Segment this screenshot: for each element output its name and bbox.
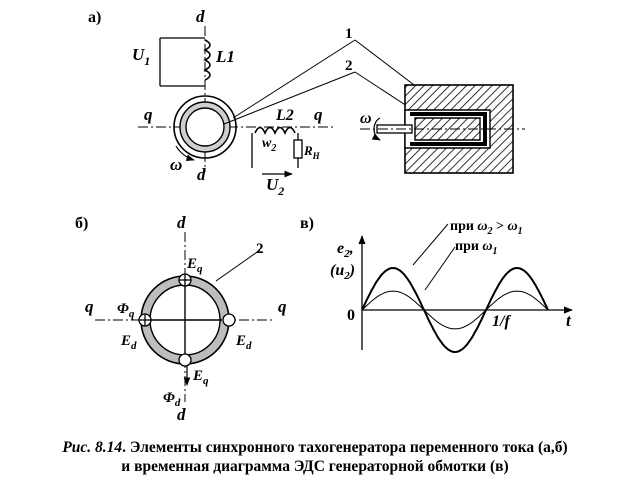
phiq-label: Φq bbox=[117, 301, 135, 320]
shaft bbox=[376, 124, 413, 134]
winding-l1 bbox=[159, 37, 211, 87]
u1-label: U1 bbox=[132, 45, 150, 68]
d-label-b-bottom: d bbox=[177, 405, 186, 424]
part-b: б) d d q q 2 Eq Φq Ed Ed Eq Φd bbox=[75, 213, 287, 424]
leader-high-speed bbox=[412, 223, 449, 266]
leader-low-speed bbox=[424, 246, 456, 291]
part-b-label: б) bbox=[75, 215, 88, 232]
omega-label-shaft: ω bbox=[360, 110, 372, 127]
t-label: t bbox=[566, 311, 572, 330]
e2-label: e2, bbox=[337, 240, 354, 260]
coil-l2-icon bbox=[254, 126, 296, 135]
leader-1-rotor bbox=[232, 39, 356, 119]
u2-label: U2 bbox=[266, 175, 284, 198]
leader-ring-2 bbox=[215, 249, 261, 282]
leader-2-rotor bbox=[223, 71, 356, 125]
rotor-cup-section bbox=[410, 112, 487, 146]
caption-line-2: и временная диаграмма ЭДС генераторной о… bbox=[121, 458, 509, 475]
callout-2: 2 bbox=[345, 58, 353, 74]
waveform-high-speed bbox=[361, 266, 549, 354]
caption-prefix: Рис. 8.14 bbox=[62, 439, 123, 456]
ring-callout-2: 2 bbox=[256, 241, 264, 257]
part-v-label: в) bbox=[300, 215, 314, 232]
phid-label: Φd bbox=[163, 390, 181, 409]
ed-label-left: Ed bbox=[120, 333, 137, 352]
machine-side-view: ω bbox=[360, 84, 525, 174]
part-a: а) d d q q U1 L1 ω L2 w2 RH bbox=[88, 7, 525, 198]
rh-label: RH bbox=[303, 143, 321, 161]
coil-l1-icon bbox=[203, 39, 211, 81]
inner-stator-core bbox=[414, 117, 481, 141]
w2-label: w2 bbox=[262, 136, 276, 154]
callout-1: 1 bbox=[345, 26, 353, 42]
ed-label-right: Ed bbox=[235, 333, 252, 352]
l1-label: L1 bbox=[215, 47, 235, 66]
marker-bottom bbox=[178, 353, 192, 367]
part-v: в) e2, (u2) 0 1/f t при ω2 > ω1 при ω1 bbox=[300, 215, 573, 354]
load-resistor-icon bbox=[293, 139, 303, 159]
figure-caption: Рис. 8.14. Элементы синхронного тахогене… bbox=[0, 438, 630, 476]
rotation-arrow-shaft bbox=[371, 117, 381, 141]
leader-1-cup bbox=[354, 39, 423, 92]
d-label-b-top: d bbox=[177, 213, 186, 232]
eq-label-top: Eq bbox=[186, 256, 203, 275]
q-label-a-left: q bbox=[144, 105, 153, 124]
d-label-a-top: d bbox=[196, 7, 205, 26]
legend-high-speed: при ω2 > ω1 bbox=[450, 219, 523, 237]
caption-line-1: Рис. 8.14. Элементы синхронного тахогене… bbox=[0, 438, 630, 457]
q-label-b-right: q bbox=[278, 297, 287, 316]
rotation-arrow-a bbox=[175, 145, 195, 161]
u2-axis-label: (u2) bbox=[330, 262, 355, 282]
marker-top bbox=[178, 273, 192, 287]
leader-2-cup bbox=[354, 71, 411, 109]
stator-outer-circle bbox=[173, 95, 237, 159]
zero-label: 0 bbox=[347, 307, 355, 324]
eq-label-bottom: Eq bbox=[192, 368, 209, 387]
part-a-label: а) bbox=[88, 9, 101, 26]
d-label-a-bottom: d bbox=[197, 165, 206, 184]
omega-label-a: ω bbox=[170, 155, 182, 174]
waveform-low-speed bbox=[361, 290, 549, 330]
marker-left bbox=[138, 313, 152, 327]
legend-low-speed: при ω1 bbox=[455, 239, 498, 257]
period-label: 1/f bbox=[492, 313, 511, 330]
q-label-b-left: q bbox=[85, 297, 94, 316]
caption-line-1-text: . Элементы синхронного тахогенератора пе… bbox=[122, 439, 568, 456]
rotor-cup-inner bbox=[185, 107, 225, 147]
marker-right bbox=[222, 313, 236, 327]
q-label-a-right: q bbox=[314, 105, 323, 124]
l2-label: L2 bbox=[275, 107, 294, 124]
winding-l2 bbox=[251, 126, 303, 168]
